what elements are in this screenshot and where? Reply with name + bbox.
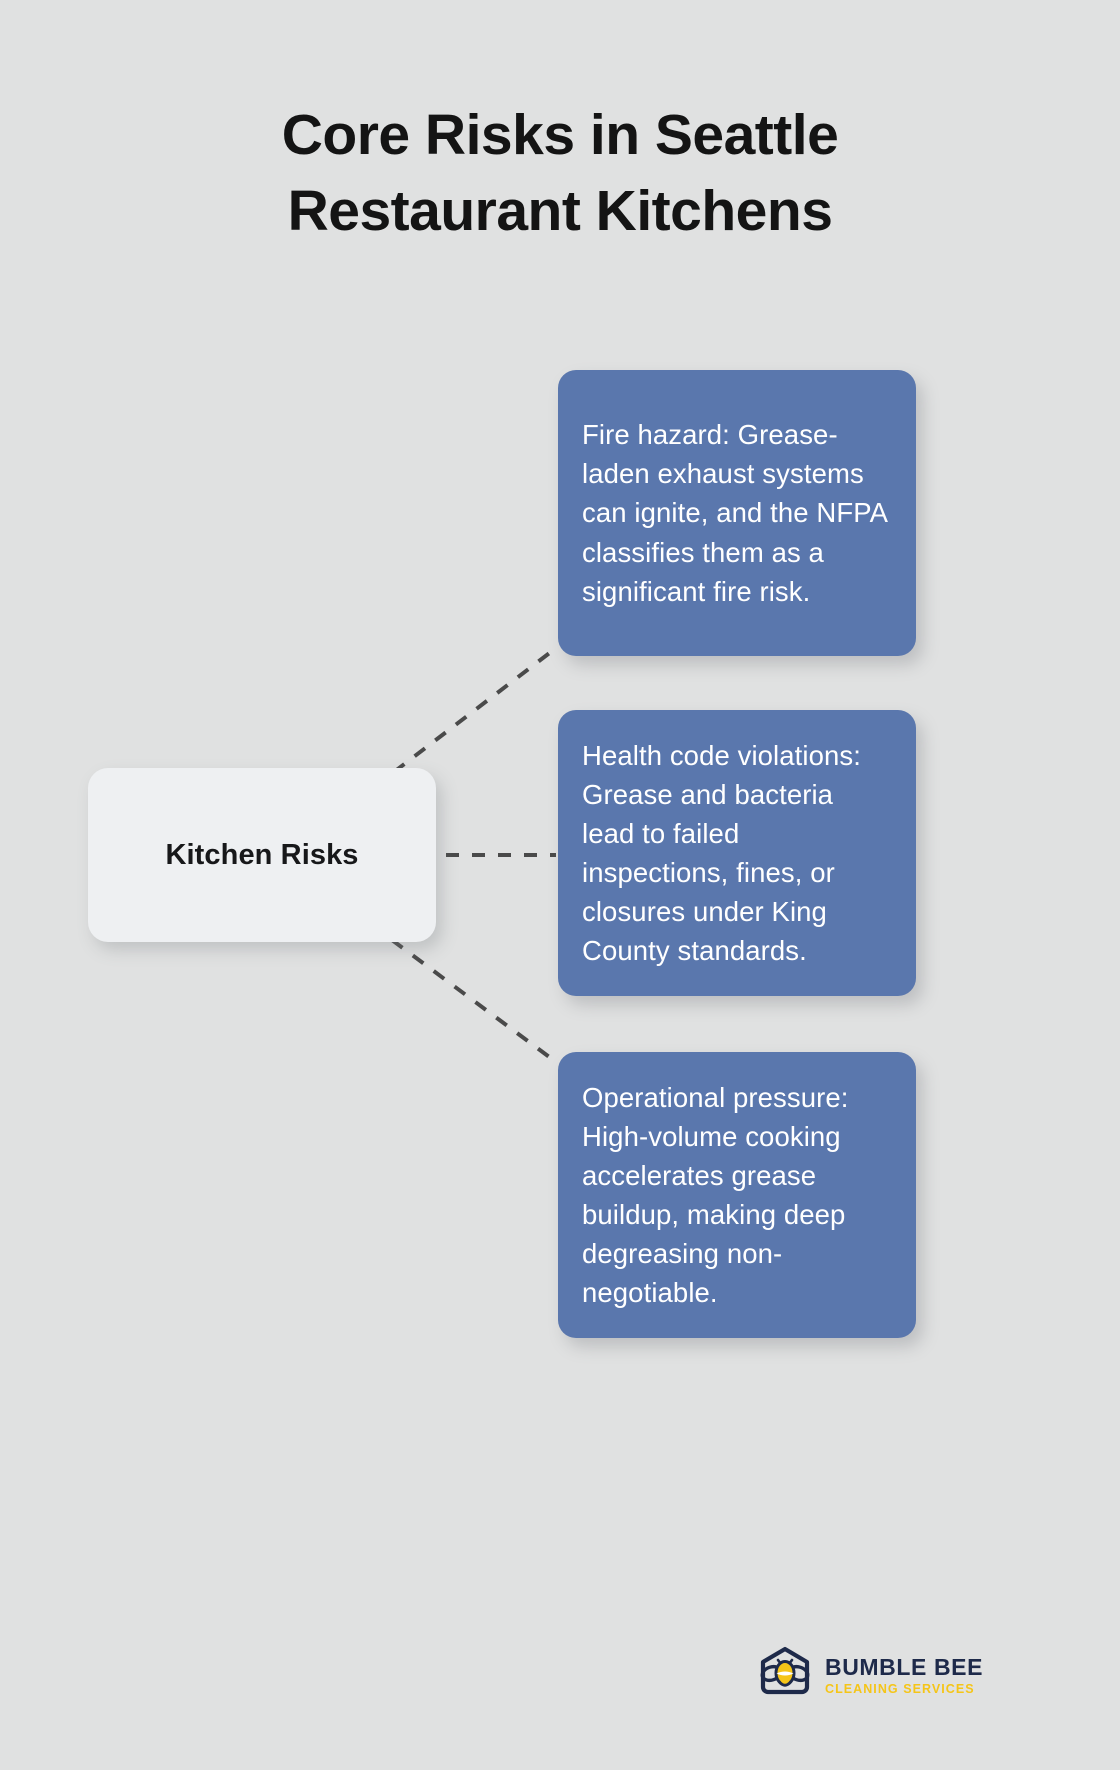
logo-tagline: CLEANING SERVICES <box>825 1682 975 1697</box>
page-title-line-2: Restaurant Kitchens <box>287 178 833 243</box>
brand-logo[interactable]: BUMBLE BEE CLEANING SERVICES <box>754 1642 1014 1710</box>
branch-card-text: Health code violations: Grease and bacte… <box>582 739 861 967</box>
connector-line-to-fire-hazard <box>392 646 558 774</box>
logo-wordmark: BUMBLE BEE CLEANING SERVICES <box>825 1656 983 1696</box>
logo-name: BUMBLE BEE <box>825 1654 984 1681</box>
branch-card-text: Operational pressure: High-volume cookin… <box>582 1081 849 1309</box>
branch-card-fire-hazard[interactable]: Fire hazard: Grease-laden exhaust system… <box>558 370 916 656</box>
page-title-line-1: Core Risks in Seattle <box>281 103 839 167</box>
branch-card-operational-pressure[interactable]: Operational pressure: High-volume cookin… <box>558 1052 916 1338</box>
bee-house-icon <box>754 1643 816 1710</box>
branch-card-text: Fire hazard: Grease-laden exhaust system… <box>582 419 887 607</box>
connector-line-to-operational-pressure <box>390 938 558 1064</box>
center-node-kitchen-risks[interactable]: Kitchen Risks <box>88 768 436 942</box>
center-node-label: Kitchen Risks <box>165 838 359 871</box>
page-title: Core Risks in Seattle Restaurant Kitchen… <box>0 98 1120 250</box>
branch-card-health-code-violations[interactable]: Health code violations: Grease and bacte… <box>558 710 916 996</box>
